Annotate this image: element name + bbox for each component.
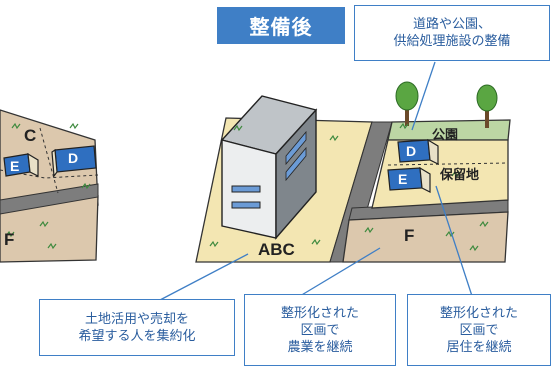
left-plot-divider xyxy=(39,127,59,194)
leader-infrastructure-park xyxy=(411,61,436,131)
leader-farming xyxy=(299,247,381,297)
farm-plot-f-label: F xyxy=(404,226,415,245)
callout-farming: 整形化された 区画で 農業を継続 xyxy=(244,294,396,366)
house-e-label: E xyxy=(398,171,408,187)
callout-farming-line-3: 農業を継続 xyxy=(287,339,353,355)
building-abc xyxy=(220,95,318,240)
callout-infrastructure-line-2: 供給処理施設の整備 xyxy=(393,34,511,49)
callout-farming-line-2: 区画で xyxy=(300,322,340,338)
left-road xyxy=(0,183,99,215)
left-plot-f-label: F xyxy=(4,230,15,249)
tree-left xyxy=(395,81,419,126)
callout-consolidation-line-2: 希望する人を集約化 xyxy=(78,328,196,344)
callout-housing: 整形化された 区画で 居住を継続 xyxy=(407,294,551,366)
left-house-d-label: D xyxy=(68,150,79,166)
callout-infrastructure: 道路や公園、 供給処理施設の整備 xyxy=(354,5,550,61)
left-house-d xyxy=(51,145,97,178)
park-label: 公園 xyxy=(432,128,459,143)
callout-consolidation: 土地活用や売却を 希望する人を集約化 xyxy=(39,299,235,356)
building-abc-label: ABC xyxy=(258,240,295,259)
left-house-e xyxy=(3,152,39,177)
house-d xyxy=(397,138,439,165)
leader-lines xyxy=(159,61,473,301)
callout-infrastructure-line-1: 道路や公園、 xyxy=(412,17,491,32)
callout-farming-line-1: 整形化された xyxy=(280,305,359,321)
callout-housing-line-3: 居住を継続 xyxy=(446,339,512,355)
house-e xyxy=(387,166,431,193)
left-grass xyxy=(5,122,91,250)
callout-consolidation-line-1: 土地活用や売却を xyxy=(84,311,189,327)
leader-housing xyxy=(435,185,473,297)
callout-housing-line-1: 整形化された xyxy=(439,305,518,321)
house-d-label: D xyxy=(406,143,417,159)
left-plot-c-label: C xyxy=(24,126,37,145)
tree-right xyxy=(476,84,498,128)
right-grass xyxy=(209,122,489,252)
title-badge: 整備後 xyxy=(217,7,345,44)
leader-consolidation xyxy=(159,253,249,301)
callout-housing-line-2: 区画で xyxy=(459,322,499,338)
left-house-e-label: E xyxy=(10,158,20,174)
reserve-land-divider xyxy=(387,162,509,166)
farm-lot xyxy=(342,211,509,263)
reserve-land-label: 保留地 xyxy=(440,168,480,183)
